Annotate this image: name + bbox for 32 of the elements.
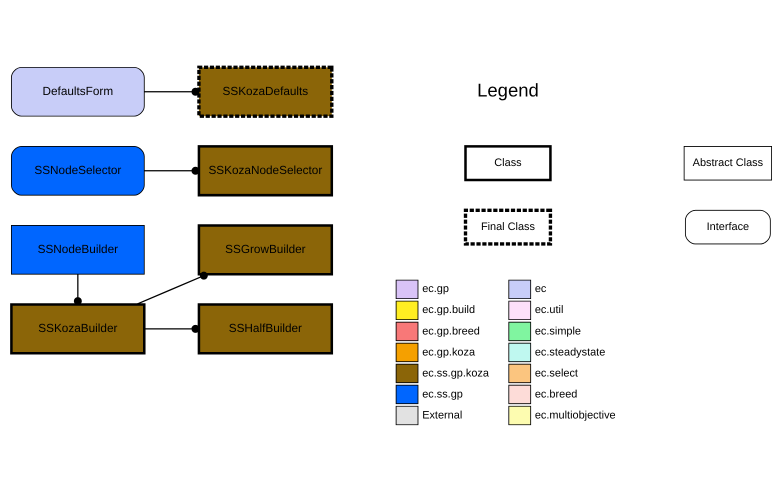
connector [136, 271, 208, 304]
node-box: SSNodeBuilder [11, 224, 145, 274]
node-box: SSKozaDefaults [197, 65, 334, 118]
legend-label: ec.select [534, 366, 578, 379]
legend-label: Abstract Class [692, 156, 764, 169]
label: Legend [477, 78, 539, 100]
connector [144, 166, 200, 174]
node-box: SSKozaBuilder [10, 302, 146, 354]
legend-label: ec.ss.gp.koza [422, 366, 489, 379]
legend-label: Final Class [480, 220, 535, 232]
legend-label: ec.steadystate [534, 346, 606, 358]
node-box: SSKozaNodeSelector [198, 144, 334, 196]
connector [144, 87, 200, 96]
node-box: SSNodeSelector [11, 146, 145, 196]
legend-label: Interface [706, 220, 750, 232]
legend-label: ec.gp [422, 282, 449, 295]
legend-label: ec.gp.koza [422, 346, 476, 358]
node-box: SSGrowBuilder [198, 224, 334, 275]
legend-label: ec.gp.breed [422, 324, 480, 337]
legend-label: ec [534, 282, 546, 295]
legend-label: Class [494, 156, 522, 169]
legend-label: ec.breed [534, 388, 578, 400]
legend-label: ec.simple [534, 324, 582, 337]
legend-label: External [422, 408, 462, 421]
legend-label: ec.ss.gp [422, 388, 463, 400]
legend-label: ec.multiobjective [534, 408, 616, 421]
legend-label: ec.gp.build [422, 304, 476, 316]
connector [74, 274, 82, 305]
legend-label: ec.util [534, 304, 564, 316]
node-box: DefaultsForm [11, 66, 145, 116]
node-box: SSHalfBuilder [198, 302, 334, 354]
connector [144, 324, 200, 332]
